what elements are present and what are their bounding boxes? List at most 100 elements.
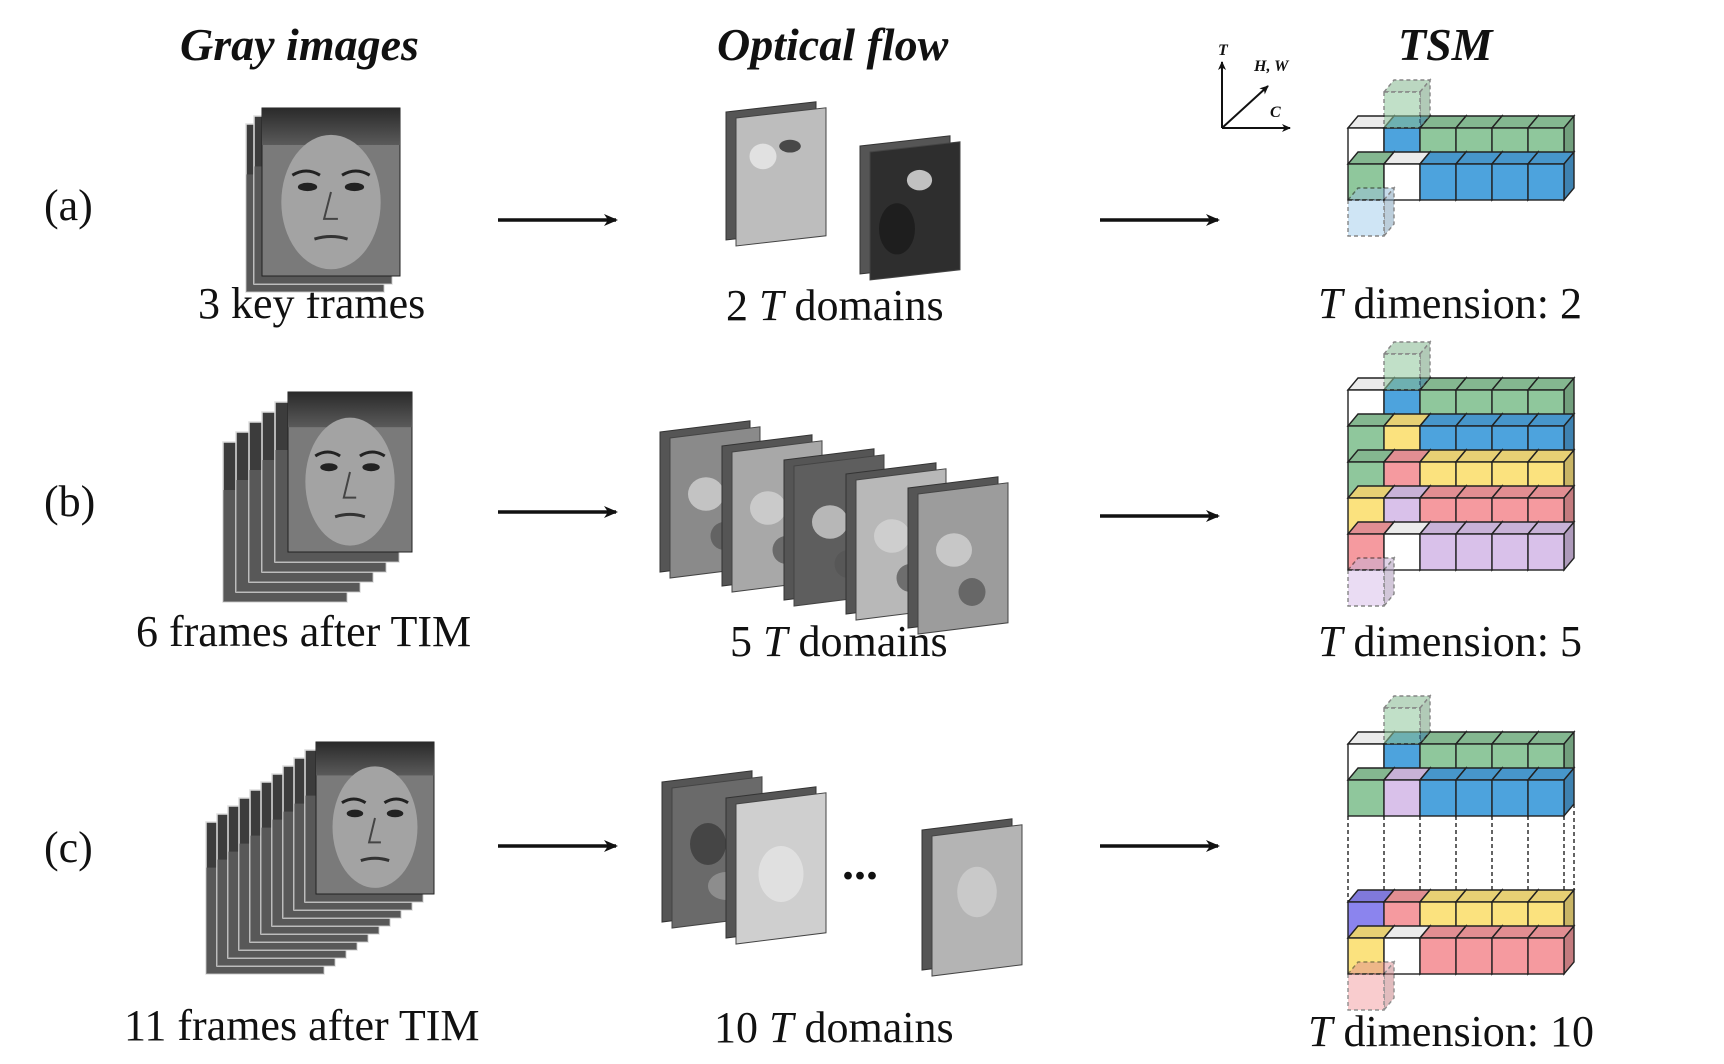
face-brow-right	[341, 169, 371, 177]
cube-front	[1419, 937, 1457, 975]
cube-front	[1383, 353, 1421, 391]
face-eye-left	[297, 182, 318, 192]
flow-blob	[690, 823, 726, 865]
tsm-cell	[1526, 924, 1576, 976]
flow-blob	[779, 139, 801, 153]
face-mouth	[314, 235, 348, 241]
tsm-cell	[1526, 520, 1576, 572]
flow-blob	[957, 866, 997, 918]
cube-front	[1491, 533, 1529, 571]
caption-domains-c: 10 T domains	[714, 1003, 954, 1052]
tsm-cell	[1526, 150, 1576, 202]
header-tsm: TSM	[1398, 19, 1493, 70]
axis-label-c: C	[1270, 104, 1281, 121]
header-gray-images: Gray images	[180, 19, 419, 70]
face-brow-right	[359, 450, 386, 458]
flow-blob	[812, 505, 848, 539]
caption-domains-a: 2 T domains	[726, 281, 944, 330]
caption-dimension-a: T dimension: 2	[1318, 279, 1583, 328]
flow-a-2	[859, 135, 961, 281]
flow-blob	[750, 491, 786, 525]
face-skin	[305, 417, 395, 546]
flow-blob	[758, 846, 804, 902]
face-mouth	[360, 856, 390, 862]
cube-front	[1491, 779, 1529, 817]
flow-stack-a	[725, 101, 961, 281]
tsm-grid-c	[1346, 694, 1576, 1012]
flow-blob	[749, 143, 777, 170]
cube-front	[1419, 163, 1457, 201]
tsm-shifted-out-top	[1382, 78, 1432, 130]
tsm-shifted-out-top	[1382, 694, 1432, 746]
caption-frames-b: 6 frames after TIM	[136, 607, 472, 656]
face-nose	[342, 471, 357, 499]
row-label-b: (b)	[44, 477, 96, 526]
tsm-blocks	[1346, 78, 1576, 1012]
flow-blob	[879, 203, 915, 255]
tsm-shifted-out-bottom	[1346, 186, 1396, 238]
cube-front	[1455, 163, 1493, 201]
face-mouth	[334, 512, 366, 519]
axis-hw-line	[1221, 85, 1269, 129]
flow-stack-b	[659, 420, 1009, 635]
header-optical-flow: Optical flow	[717, 19, 949, 70]
flow-blob	[688, 477, 724, 511]
flow-b-5	[907, 476, 1009, 635]
face-brow-right	[383, 797, 409, 805]
caption-frames-c: 11 frames after TIM	[124, 1001, 480, 1050]
face-nose	[322, 191, 338, 220]
face-front	[315, 741, 435, 895]
tsm-cell	[1526, 766, 1576, 818]
flow-arrows	[498, 214, 1220, 852]
cube-front	[1527, 533, 1565, 571]
flow-stack-c	[661, 770, 1023, 977]
flow-a-1	[725, 101, 827, 247]
face-eye-left	[320, 463, 338, 472]
face-stack-a	[245, 107, 401, 293]
cube-front	[1347, 569, 1385, 607]
row-label-a: (a)	[44, 181, 93, 230]
face-skin	[332, 766, 418, 888]
cube-front	[1383, 707, 1421, 745]
cube-front	[1347, 199, 1385, 237]
cube-front	[1347, 779, 1385, 817]
cube-front	[1527, 163, 1565, 201]
tsm-cell	[1526, 484, 1576, 536]
caption-dimension-c: T dimension: 10	[1308, 1007, 1595, 1056]
cube-front	[1419, 779, 1457, 817]
tsm-shifted-out-top	[1382, 340, 1432, 392]
face-brow-left	[314, 450, 341, 458]
cube-front	[1419, 533, 1457, 571]
cube-front	[1527, 937, 1565, 975]
caption-dimension-b: T dimension: 5	[1318, 617, 1583, 666]
face-nose	[367, 817, 381, 844]
face-eye-right	[362, 463, 380, 472]
cube-front	[1491, 163, 1529, 201]
flow-ellipsis: ...	[842, 837, 878, 890]
flow-blob	[936, 533, 972, 567]
cube-front	[1347, 973, 1385, 1011]
face-front	[287, 391, 413, 553]
cube-front	[1383, 779, 1421, 817]
cube-front	[1383, 91, 1421, 129]
axis-label-t: T	[1218, 42, 1228, 59]
tsm-grid-a	[1346, 78, 1576, 238]
gray-image-stacks	[205, 107, 435, 975]
face-eye-right	[386, 809, 404, 818]
row-label-c: (c)	[44, 823, 93, 872]
face-stack-b	[222, 391, 413, 603]
flow-face	[869, 141, 961, 281]
face-skin	[281, 134, 381, 270]
tsm-shifted-out-bottom	[1346, 960, 1396, 1012]
tsm-grid-b	[1346, 340, 1576, 608]
flow-c-3	[921, 818, 1023, 977]
flow-blob	[958, 578, 986, 606]
caption-domains-b: 5 T domains	[730, 617, 948, 666]
tsm-shifted-out-bottom	[1346, 556, 1396, 608]
flow-blob	[874, 519, 910, 553]
axis-label-hw: H, W	[1254, 58, 1289, 75]
face-front	[261, 107, 401, 277]
flow-c-2	[725, 786, 827, 945]
face-eye-right	[344, 182, 365, 192]
